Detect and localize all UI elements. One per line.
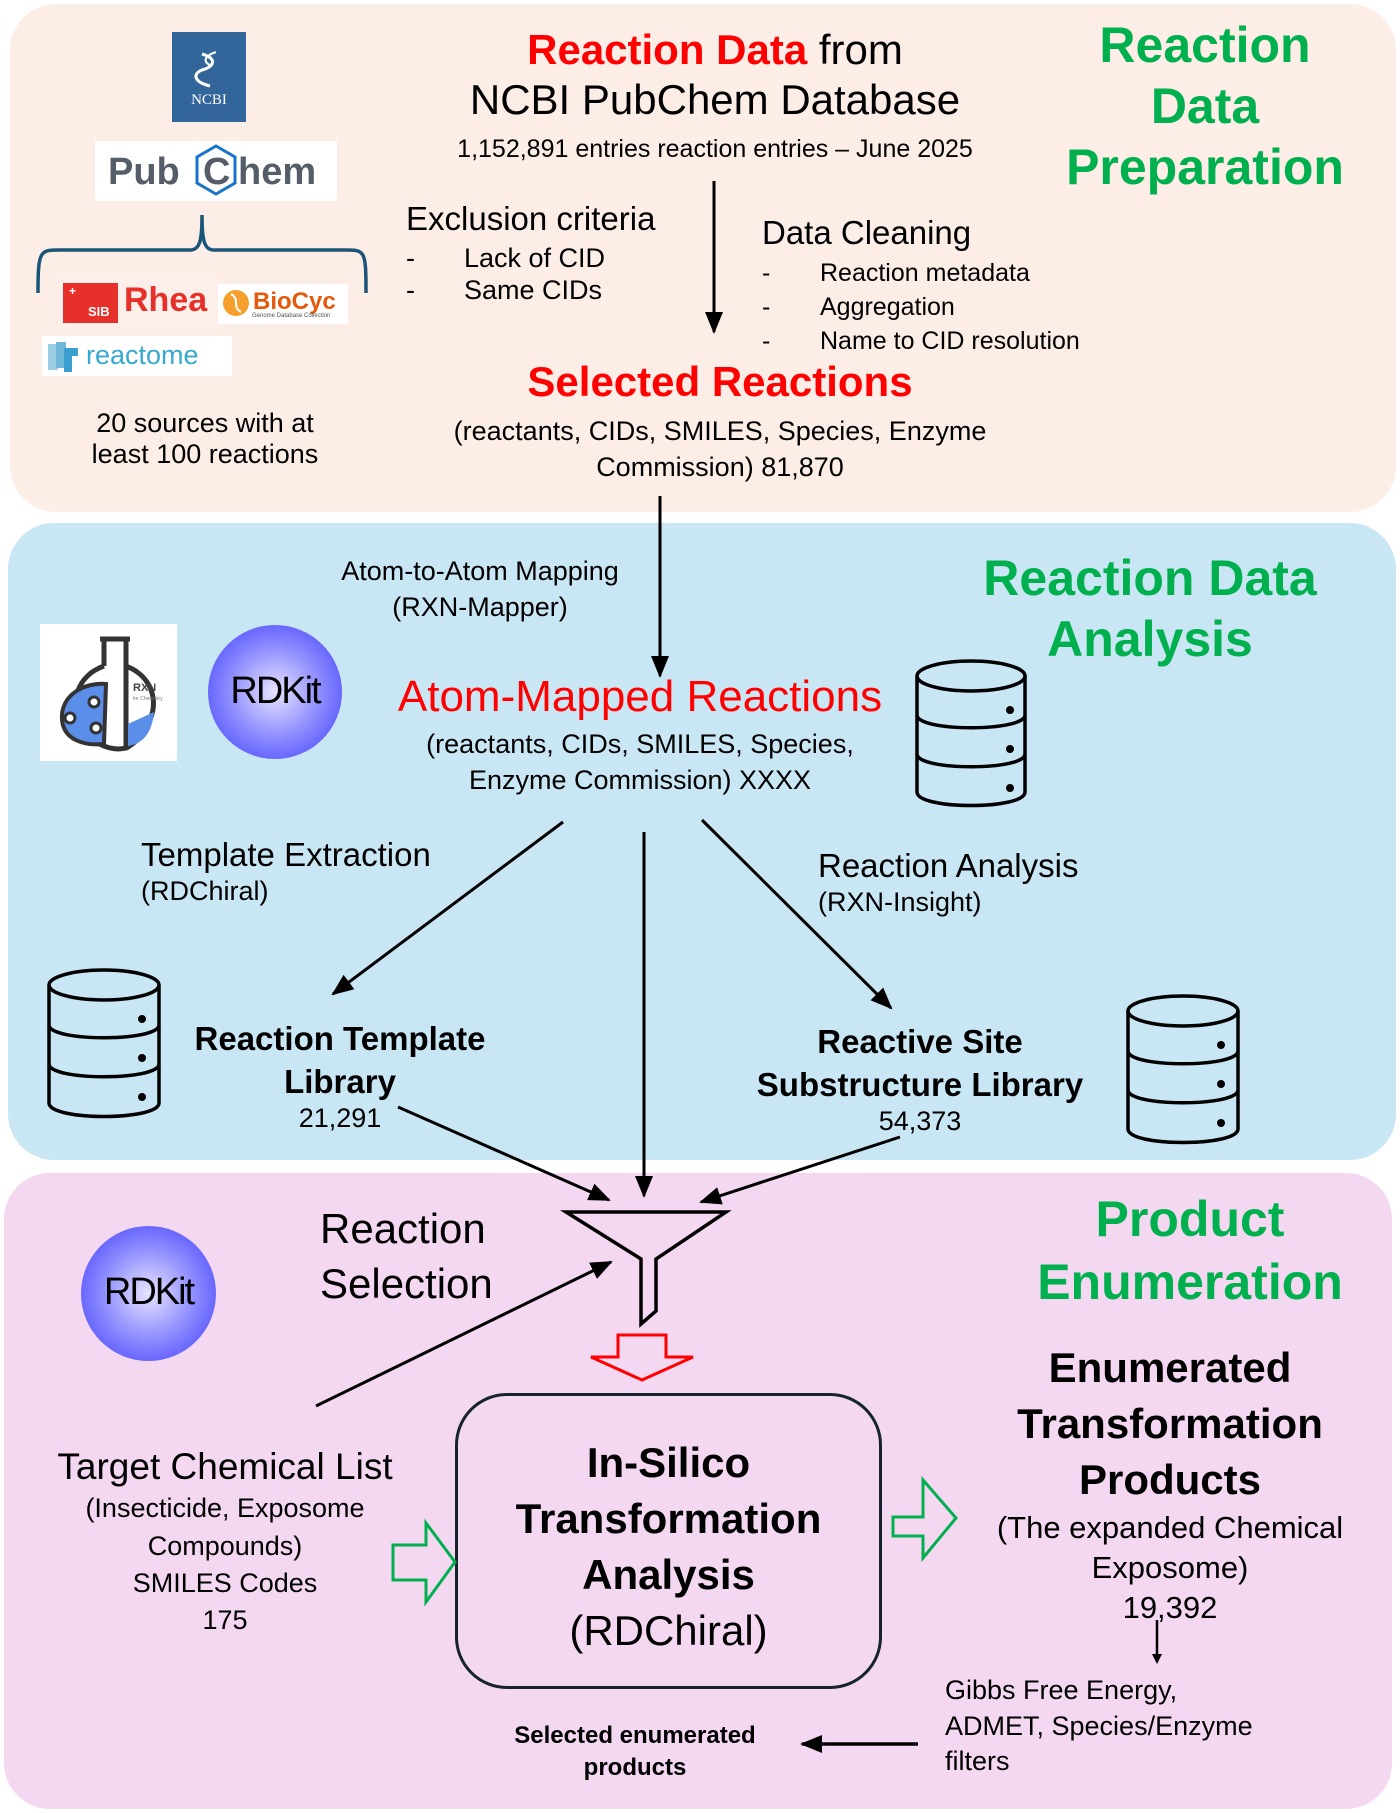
rdkit-logo: RDKit [208,625,342,759]
panel-title-analysis: Reaction Data Analysis [983,550,1317,667]
pubchem-logo-c: C [203,151,231,193]
ncbi-logo-text: NCBI [191,92,227,108]
target-list-title: Target Chemical List [57,1446,393,1487]
selected-reactions-title: Selected Reactions [527,358,913,405]
hexagon-icon [195,144,237,196]
pubchem-logo: Pub C hem [95,141,337,201]
rxn-logo-text: RXN [133,682,157,694]
exclusion-criteria-title: Exclusion criteria [406,200,656,237]
cleaning-item: -Reaction metadata [762,259,1030,287]
rhea-logo-text: Rhea [124,281,208,319]
reactome-icon [48,342,78,372]
exclusion-item: -Same CIDs [406,275,603,306]
panel-title-preparation: Reaction Data Preparation [1066,17,1344,195]
sib-logo-text: SIB [88,304,110,319]
enumerated-products-count: 19,392 [1122,1590,1218,1626]
reaction-selection-label: Reaction Selection [320,1205,493,1307]
site-library-count: 54,373 [878,1105,962,1136]
insilico-analysis-title: In-Silico Transformation Analysis (RDChi… [455,1435,882,1658]
panel-title-enumeration: Product Enumeration [1037,1191,1343,1310]
cleaning-item: -Name to CID resolution [762,327,1080,355]
enumerated-products: Enumerated Transformation Products (The … [960,1340,1380,1628]
rxn-for-chemistry-logo: RXN for Chemistry [40,624,177,761]
entries-note: 1,152,891 entries reaction entries – Jun… [457,135,973,163]
filters-label: Gibbs Free Energy, ADMET, Species/Enzyme… [945,1675,1253,1777]
reactome-logo-text: reactome [86,340,199,370]
template-library-title: Reaction Template Library 21,291 [160,1018,520,1133]
prep-heading-black: from [807,26,903,73]
target-list-count: 175 [202,1605,248,1635]
sib-logo: SIB + [63,283,118,323]
rxn-logo-subtitle: for Chemistry [133,696,163,702]
reaction-analysis-label: Reaction Analysis (RXN-Insight) [818,847,1079,917]
sib-rhea-logo: SIB + Rhea [58,275,218,327]
data-cleaning-list: -Reaction metadata -Aggregation -Name to… [762,256,1080,358]
selected-desc-line-2: Commission) 81,870 [596,452,844,483]
dna-helix-icon [194,51,217,88]
selected-desc-line-1: (reactants, CIDs, SMILES, Species, Enzym… [453,416,987,446]
ncbi-logo: NCBI [172,32,246,122]
cleaning-item: -Aggregation [762,293,955,321]
rdkit-logo-text: RDKit [230,670,321,712]
template-library-count: 21,291 [298,1102,382,1133]
sources-note-line-1: 20 sources with at [96,408,314,438]
flask-brain-icon [59,636,156,752]
template-extraction-label: Template Extraction (RDChiral) [141,836,431,906]
rdkit-logo: RDKit [81,1226,216,1361]
selected-enumerated-products: Selected enumerated products [514,1722,756,1782]
biocyc-dna-icon [223,290,249,316]
sources-note: 20 sources with at least 100 reactions [30,408,380,470]
data-cleaning-title: Data Cleaning [762,214,972,251]
site-library-title: Reactive Site Substructure Library 54,37… [730,1021,1110,1136]
swiss-cross-icon: + [69,284,77,298]
mapping-step-label: Atom-to-Atom Mapping (RXN-Mapper) [341,556,619,623]
pubchem-logo-pub: Pub [108,151,180,193]
prep-heading: Reaction Data from NCBI PubChem Database [400,25,1030,124]
atom-mapped-reactions-desc: (reactants, CIDs, SMILES, Species, Enzym… [426,729,854,796]
target-chemical-list: Target Chemical List (Insecticide, Expos… [20,1444,430,1639]
insilico-tool: (RDChiral) [569,1606,768,1654]
rdkit-logo-text: RDKit [103,1271,195,1313]
sources-note-line-2: least 100 reactions [91,439,319,470]
exclusion-criteria-list: -Lack of CID -Same CIDs [406,242,605,307]
biocyc-logo: BioCyc Genome Database Collection [218,284,348,324]
reactome-logo: reactome [42,336,232,376]
atom-mapped-reactions-title: Atom-Mapped Reactions [397,672,883,721]
prep-heading-line-1: Reaction Data from [400,25,1030,75]
prep-heading-line-2: NCBI PubChem Database [469,75,961,123]
biocyc-logo-text: BioCyc [253,288,336,315]
exclusion-item: -Lack of CID [406,243,606,273]
prep-heading-red: Reaction Data [527,26,808,73]
selected-reactions-desc: (reactants, CIDs, SMILES, Species, Enzym… [390,413,1050,486]
biocyc-logo-subtitle: Genome Database Collection [252,313,331,319]
pubchem-logo-hem: hem [238,151,317,193]
